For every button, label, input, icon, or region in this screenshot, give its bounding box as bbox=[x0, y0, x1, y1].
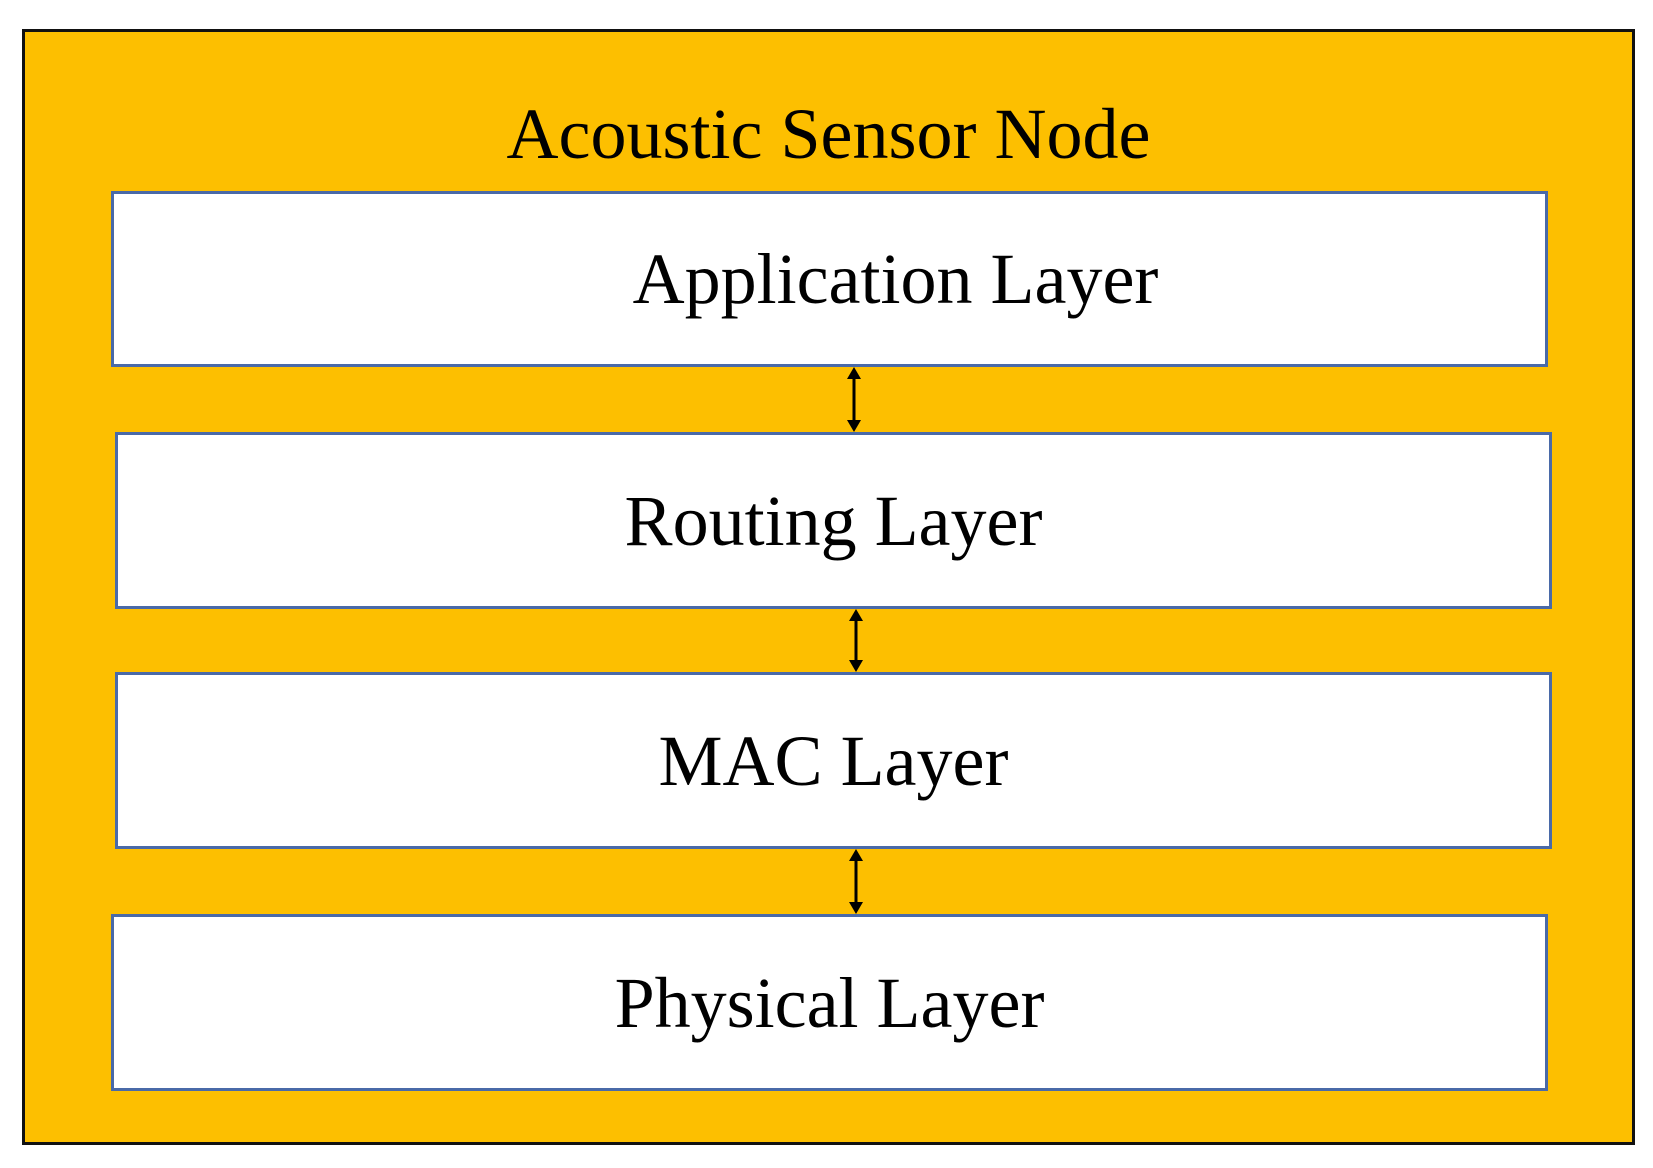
node-title: Acoustic Sensor Node bbox=[506, 94, 1151, 174]
routing-layer-label: Routing Layer bbox=[624, 480, 1043, 561]
routing-layer-box: Routing Layer bbox=[115, 432, 1552, 609]
physical-layer-label: Physical Layer bbox=[614, 962, 1045, 1043]
mac-layer-box: MAC Layer bbox=[115, 672, 1552, 849]
mac-layer-label: MAC Layer bbox=[658, 720, 1009, 801]
application-layer-box: Application Layer bbox=[111, 191, 1548, 367]
physical-layer-box: Physical Layer bbox=[111, 914, 1548, 1091]
arrow-mac-physical bbox=[849, 849, 863, 914]
arrow-routing-mac bbox=[849, 609, 863, 672]
arrow-application-routing bbox=[847, 367, 861, 432]
application-layer-label: Application Layer bbox=[632, 239, 1159, 319]
